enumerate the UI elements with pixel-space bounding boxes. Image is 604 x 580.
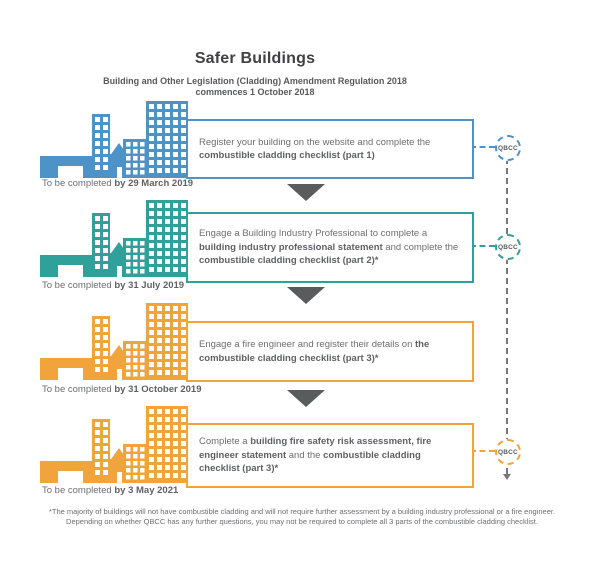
step-3-text: Engage a fire engineer and register thei… <box>199 339 430 364</box>
page-title: Safer Buildings <box>194 50 316 67</box>
down-arrow-icon <box>287 287 325 304</box>
step-1-text: Register your building on the website an… <box>199 136 431 162</box>
step-4: Complete a building fire safety risk ass… <box>0 406 604 506</box>
step-2: Engage a Building Industry Professional … <box>0 200 604 300</box>
city-skyline-icon <box>40 406 190 483</box>
city-skyline-icon <box>40 101 190 178</box>
step-2-box: Engage a Building Industry Professional … <box>186 212 474 283</box>
qbcc-connector-4 <box>470 450 495 452</box>
step-3-deadline: To be completed by 31 October 2019 <box>42 384 202 395</box>
subtitle-line-1: Building and Other Legislation (Cladding… <box>103 76 407 86</box>
down-arrow-icon <box>287 184 325 201</box>
step-2-text: Engage a Building Industry Professional … <box>199 228 459 267</box>
step-4-text: Complete a building fire safety risk ass… <box>199 436 432 475</box>
step-4-deadline: To be completed by 3 May 2021 <box>42 485 179 496</box>
qbcc-label: QBCC <box>498 243 518 251</box>
step-1-deadline: To be completed by 29 March 2019 <box>42 178 194 189</box>
step-3-box: Engage a fire engineer and register thei… <box>186 321 474 382</box>
step-2-deadline: To be completed by 31 July 2019 <box>42 280 185 291</box>
down-arrow-icon <box>287 390 325 407</box>
qbcc-badge-4: QBCC <box>495 439 521 465</box>
city-skyline-icon <box>40 303 190 380</box>
step-1-box: Register your building on the website an… <box>186 119 474 179</box>
page-subtitle: Building and Other Legislation (Cladding… <box>0 76 510 98</box>
qbcc-label: QBCC <box>498 448 518 456</box>
qbcc-badge-2: QBCC <box>495 234 521 260</box>
footnote-line-2: Depending on whether QBCC has any furthe… <box>66 517 538 526</box>
footnote-line-1: *The majority of buildings will not have… <box>48 507 556 516</box>
step-3: Engage a fire engineer and register thei… <box>0 303 604 403</box>
qbcc-connector-2 <box>470 245 495 247</box>
subtitle-line-2: commences 1 October 2018 <box>195 87 315 97</box>
qbcc-badge-1: QBCC <box>495 135 521 161</box>
qbcc-label: QBCC <box>498 144 518 152</box>
step-1: Register your building on the website an… <box>0 101 604 201</box>
city-skyline-icon <box>40 200 190 277</box>
qbcc-flow-arrowhead-icon <box>503 474 511 480</box>
step-4-box: Complete a building fire safety risk ass… <box>186 423 474 488</box>
qbcc-connector-1 <box>470 146 495 148</box>
qbcc-flow-line <box>506 158 508 474</box>
